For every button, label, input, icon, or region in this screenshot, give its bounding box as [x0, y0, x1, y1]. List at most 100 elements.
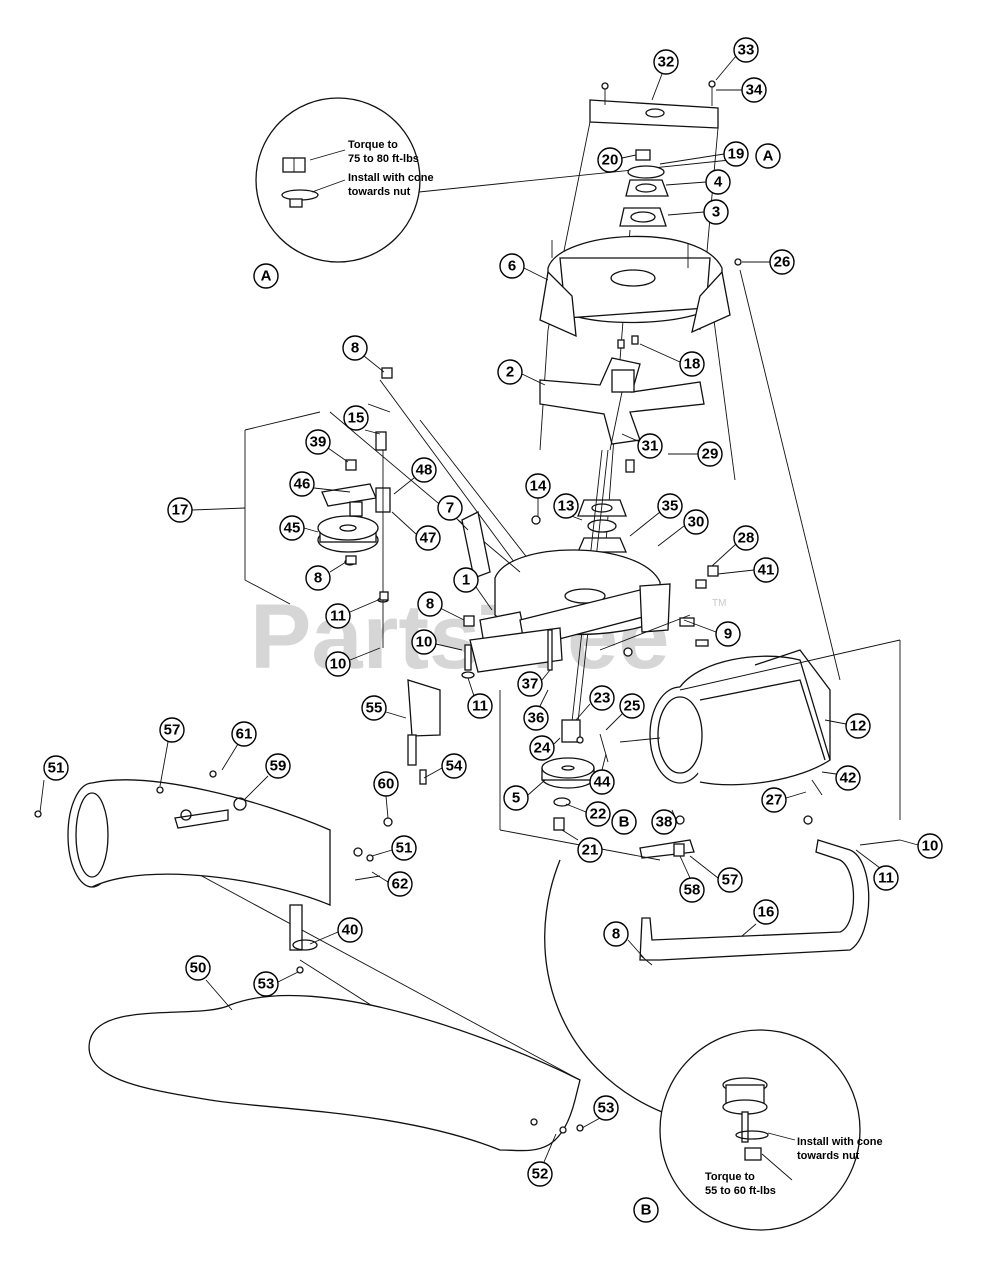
callout-45: 45: [279, 515, 319, 541]
svg-text:53: 53: [598, 1100, 615, 1117]
svg-text:54: 54: [446, 758, 463, 775]
svg-text:48: 48: [416, 462, 433, 479]
callout-10-a: 10: [411, 629, 463, 655]
svg-text:10: 10: [922, 838, 939, 855]
svg-text:Install with cone: Install with cone: [348, 172, 434, 184]
svg-text:24: 24: [534, 740, 551, 757]
callout-61: 61: [221, 721, 257, 771]
svg-text:12: 12: [850, 718, 867, 735]
callout-B-main: B: [611, 809, 637, 835]
svg-text:2: 2: [506, 364, 514, 381]
svg-text:10: 10: [330, 656, 347, 673]
spring: [461, 511, 491, 579]
svg-text:8: 8: [351, 340, 359, 357]
callout-57-a: 57: [159, 717, 185, 787]
svg-text:9: 9: [724, 626, 732, 643]
svg-text:11: 11: [330, 608, 346, 625]
callout-33: 33: [715, 37, 759, 81]
svg-text:26: 26: [774, 254, 791, 271]
discharge-tube: [67, 779, 381, 951]
detail-b-circle: [659, 1029, 861, 1231]
top-plate: [589, 99, 719, 129]
callout-25: 25: [605, 693, 645, 731]
callout-11-a: 11: [325, 599, 379, 629]
callout-57-b: 57: [689, 855, 743, 893]
svg-text:17: 17: [172, 502, 189, 519]
svg-text:50: 50: [190, 960, 207, 977]
svg-text:35: 35: [662, 498, 679, 515]
callout-7: 7: [437, 495, 469, 531]
svg-text:55: 55: [366, 700, 383, 717]
svg-text:62: 62: [392, 876, 409, 893]
callouts: 1 2 3 4 5 6 7 8 8 8 8 9 10 10 10 11 11 1…: [39, 37, 943, 1223]
svg-text:towards nut: towards nut: [797, 1150, 860, 1162]
hardware: [34, 335, 813, 1134]
callout-54: 54: [423, 753, 467, 779]
svg-text:36: 36: [528, 710, 545, 727]
svg-text:47: 47: [420, 530, 437, 547]
callout-42: 42: [821, 765, 861, 791]
svg-text:11: 11: [472, 698, 488, 715]
svg-text:44: 44: [594, 774, 611, 791]
callout-44: 44: [589, 753, 615, 795]
svg-text:19: 19: [728, 146, 745, 163]
callout-53-a: 53: [581, 1095, 619, 1129]
svg-text:57: 57: [164, 722, 181, 739]
svg-text:15: 15: [348, 410, 365, 427]
svg-text:4: 4: [714, 174, 723, 191]
handle-bracket: [639, 839, 901, 966]
callout-15: 15: [343, 405, 381, 435]
svg-text:33: 33: [738, 42, 755, 59]
callout-23: 23: [575, 685, 615, 721]
svg-text:59: 59: [270, 758, 287, 775]
callout-8-b: 8: [305, 561, 347, 591]
svg-text:8: 8: [612, 926, 620, 943]
svg-text:39: 39: [310, 434, 327, 451]
svg-text:Torque to: Torque to: [705, 1171, 755, 1183]
svg-text:57: 57: [722, 872, 739, 889]
svg-text:8: 8: [314, 570, 322, 587]
svg-text:40: 40: [342, 922, 359, 939]
svg-text:22: 22: [590, 806, 607, 823]
callout-10-b: 10: [325, 647, 381, 677]
svg-text:20: 20: [602, 152, 619, 169]
svg-text:7: 7: [446, 500, 454, 517]
callout-31: 31: [621, 433, 663, 459]
callout-3: 3: [667, 199, 729, 225]
detail-b-cone-washer-icon: [735, 1130, 769, 1140]
svg-text:31: 31: [642, 438, 659, 455]
detail-a: Torque to 75 to 80 ft-lbs Install with c…: [255, 97, 731, 263]
callout-17: 17: [167, 497, 246, 523]
detail-b: Install with cone towards nut Torque to …: [544, 859, 883, 1231]
callout-51-a: 51: [39, 755, 69, 813]
callout-46: 46: [289, 471, 351, 497]
svg-text:10: 10: [416, 634, 433, 651]
callout-37: 37: [517, 669, 551, 697]
callout-4: 4: [665, 169, 731, 195]
callout-26: 26: [742, 249, 795, 275]
callout-38: 38: [651, 809, 679, 835]
svg-text:28: 28: [738, 530, 755, 547]
lower-tube: [88, 994, 581, 1152]
callout-36: 36: [523, 689, 549, 731]
callout-A-detail: A: [253, 263, 279, 289]
callout-24: 24: [529, 735, 561, 761]
callout-14: 14: [525, 473, 551, 516]
callout-58: 58: [679, 855, 705, 903]
callout-50: 50: [185, 955, 233, 1011]
callout-19: 19: [659, 141, 749, 167]
callout-8-c: 8: [417, 591, 465, 621]
upper-housing: [539, 235, 742, 338]
svg-text:6: 6: [508, 258, 516, 275]
callout-21: 21: [561, 829, 603, 863]
callout-6: 6: [499, 253, 549, 281]
callout-47: 47: [391, 511, 441, 551]
chute-elbow: [649, 649, 831, 796]
callout-10-c: 10: [899, 833, 943, 859]
svg-text:51: 51: [396, 840, 413, 857]
svg-text:A: A: [763, 148, 774, 165]
svg-text:41: 41: [758, 562, 775, 579]
callout-51-b: 51: [371, 835, 417, 861]
svg-text:25: 25: [624, 698, 641, 715]
